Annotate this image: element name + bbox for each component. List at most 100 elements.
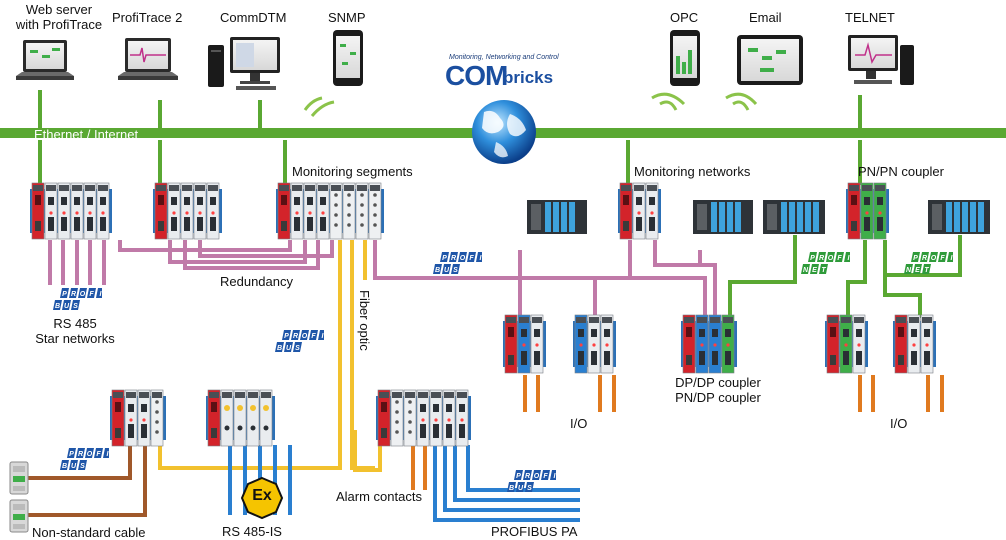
- svg-text:F: F: [96, 451, 101, 458]
- svg-text:P: P: [810, 255, 815, 262]
- combricks-module-group: [846, 182, 889, 240]
- label-non-standard-cable: Non-standard cable: [32, 525, 146, 540]
- svg-text:R: R: [922, 255, 927, 262]
- combricks-module: [246, 389, 260, 447]
- label-snmp: SNMP: [328, 10, 366, 25]
- label-pn-dp-coupler: PN/DP coupler: [675, 390, 761, 405]
- svg-text:P: P: [69, 451, 74, 458]
- svg-text:F: F: [940, 255, 945, 262]
- combricks-module: [277, 182, 291, 240]
- combricks-module: [111, 389, 125, 447]
- combricks-module: [429, 389, 443, 447]
- email-tablet-icon: [737, 35, 803, 85]
- combricks-module: [342, 182, 356, 240]
- combricks-logo: Monitoring, Networking and Control COM b…: [445, 54, 565, 94]
- svg-text:S: S: [295, 345, 300, 352]
- combricks-module: [377, 389, 391, 447]
- combricks-module: [682, 314, 696, 374]
- svg-text:I: I: [322, 333, 324, 340]
- label-rs485: RS 485: [53, 316, 97, 331]
- label-monitoring-segments: Monitoring segments: [292, 164, 413, 179]
- combricks-module-group: [30, 182, 112, 240]
- svg-text:B: B: [435, 267, 440, 274]
- svg-text:U: U: [71, 463, 77, 470]
- combricks-module: [83, 182, 97, 240]
- combricks-module: [403, 389, 417, 447]
- ex-hazard-icon: [240, 476, 284, 520]
- plc-rack-4: [928, 200, 990, 234]
- svg-text:U: U: [444, 267, 450, 274]
- combricks-module-group: [573, 314, 616, 374]
- svg-text:T: T: [821, 267, 826, 274]
- svg-text:P: P: [442, 255, 447, 262]
- svg-text:I: I: [554, 473, 556, 480]
- svg-text:R: R: [71, 291, 76, 298]
- combricks-module: [695, 314, 709, 374]
- profinet-lines: [728, 235, 962, 318]
- combricks-module-group: [376, 389, 471, 447]
- combricks-module: [645, 182, 659, 240]
- label-profitrace: ProfiTrace 2: [112, 10, 183, 25]
- combricks-module: [150, 389, 164, 447]
- svg-text:P: P: [913, 255, 918, 262]
- svg-text:P: P: [284, 333, 289, 340]
- terminal-connector-icon: [9, 461, 29, 533]
- svg-text:S: S: [80, 463, 85, 470]
- plc-rack-1: [527, 200, 587, 234]
- svg-text:O: O: [460, 255, 466, 262]
- combricks-module: [207, 389, 221, 447]
- combricks-module: [600, 314, 614, 374]
- svg-text:I: I: [480, 255, 482, 262]
- logo-bricks: bricks: [503, 68, 554, 87]
- svg-text:I: I: [951, 255, 953, 262]
- label-io-right: I/O: [890, 416, 908, 431]
- svg-text:O: O: [80, 291, 86, 298]
- combricks-module: [517, 314, 531, 374]
- combricks-module: [368, 182, 382, 240]
- svg-text:F: F: [837, 255, 842, 262]
- combricks-module-group: [503, 314, 546, 374]
- combricks-module: [860, 182, 874, 240]
- combricks-module-group: [681, 314, 737, 374]
- profibus-lines: [48, 240, 717, 330]
- label-fiber-optic: Fiber optic: [357, 290, 372, 351]
- combricks-module: [154, 182, 168, 240]
- combricks-module-group: [825, 314, 868, 374]
- label-redundancy: Redundancy: [220, 274, 293, 289]
- label-ex: Ex: [252, 487, 272, 504]
- combricks-module: [390, 389, 404, 447]
- svg-text:R: R: [525, 473, 530, 480]
- combricks-module: [57, 182, 71, 240]
- svg-text:S: S: [527, 485, 532, 492]
- plc-rack-2: [693, 200, 753, 234]
- combricks-module-group: [206, 389, 275, 447]
- svg-text:N: N: [906, 267, 912, 274]
- svg-text:U: U: [64, 303, 70, 310]
- svg-text:F: F: [469, 255, 474, 262]
- combricks-module: [839, 314, 853, 374]
- combricks-module-group: [153, 182, 222, 240]
- combricks-module: [632, 182, 646, 240]
- combricks-module: [873, 182, 887, 240]
- logo-com: COM: [445, 60, 508, 91]
- combricks-module: [708, 314, 722, 374]
- svg-text:S: S: [453, 267, 458, 274]
- combricks-module: [137, 389, 151, 447]
- webserver-laptop-icon: [16, 40, 74, 80]
- svg-text:O: O: [931, 255, 937, 262]
- internet-globe-icon: [472, 100, 536, 164]
- combricks-module: [355, 182, 369, 240]
- svg-text:B: B: [277, 345, 282, 352]
- label-ethernet-internet: Ethernet / Internet: [34, 127, 139, 142]
- svg-text:O: O: [302, 333, 308, 340]
- combricks-module: [721, 314, 735, 374]
- label-profibus-pa: PROFIBUS PA: [491, 524, 578, 539]
- svg-text:F: F: [89, 291, 94, 298]
- combricks-module-group: [276, 182, 384, 240]
- svg-text:U: U: [286, 345, 292, 352]
- svg-text:P: P: [62, 291, 67, 298]
